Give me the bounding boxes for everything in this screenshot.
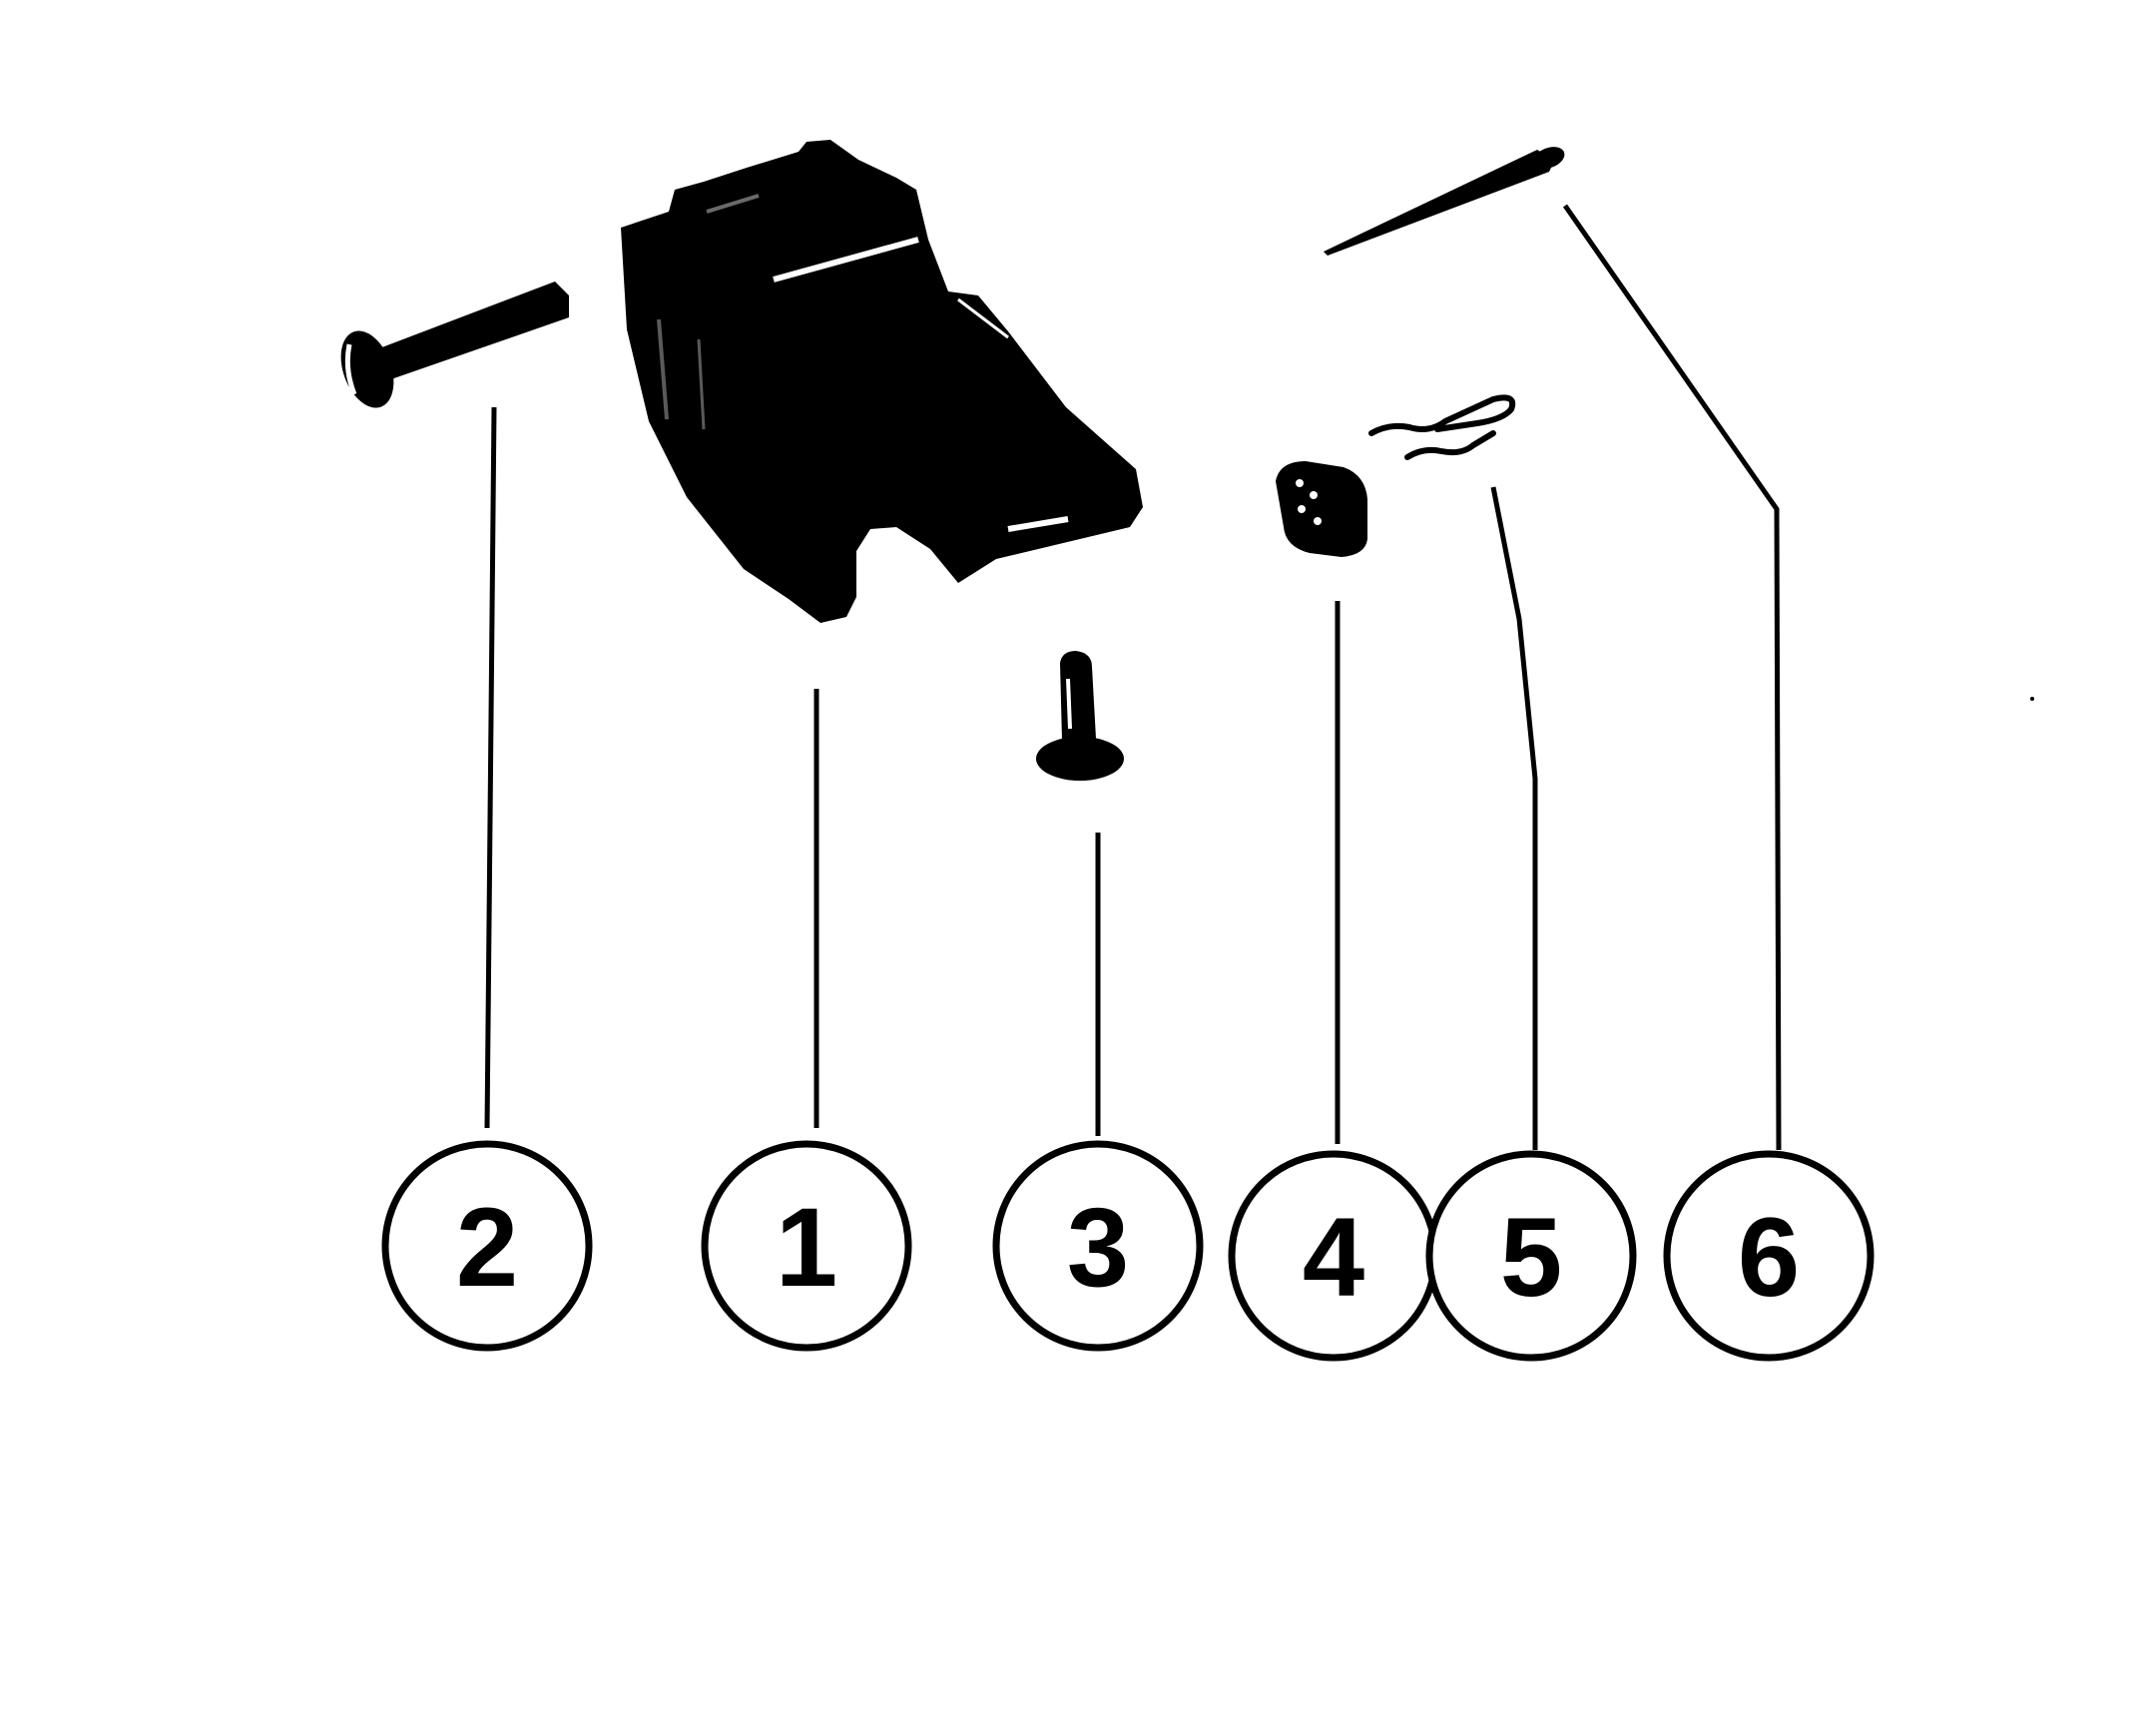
callout-number: 4	[1303, 1195, 1364, 1320]
callout-number: 5	[1500, 1195, 1562, 1320]
callout-circle	[701, 1140, 912, 1352]
part-3-short-screw-drawing	[1036, 651, 1124, 781]
part-1-bracket-block-drawing	[621, 140, 1143, 623]
callout-6: 6	[1663, 1150, 1875, 1362]
callout-number: 2	[456, 1185, 518, 1310]
callout-2: 2	[381, 1140, 593, 1352]
part-5-wire-clip-drawing	[1368, 394, 1516, 460]
callout-number: 6	[1738, 1195, 1800, 1320]
callout-circle	[992, 1140, 1204, 1352]
part-4-knurled-nut-drawing	[1276, 461, 1367, 557]
callout-number: 1	[776, 1185, 837, 1310]
callout-circle	[1425, 1150, 1637, 1362]
callout-number: 3	[1067, 1185, 1129, 1310]
leader-line-6	[1562, 204, 1782, 1151]
leader-line-5	[1490, 486, 1538, 1150]
callout-3: 3	[992, 1140, 1204, 1352]
part-6-cotter-pin-drawing	[1324, 147, 1565, 256]
part-2-long-screw-drawing	[340, 282, 569, 408]
leader-line-2	[484, 406, 497, 1129]
callout-1: 1	[701, 1140, 912, 1352]
callout-5: 5	[1425, 1150, 1637, 1362]
leader-lines	[484, 204, 1782, 1151]
callout-4: 4	[1228, 1150, 1439, 1362]
callout-circle	[1663, 1150, 1875, 1362]
callout-circle	[381, 1140, 593, 1352]
speck-mark	[2030, 697, 2034, 701]
